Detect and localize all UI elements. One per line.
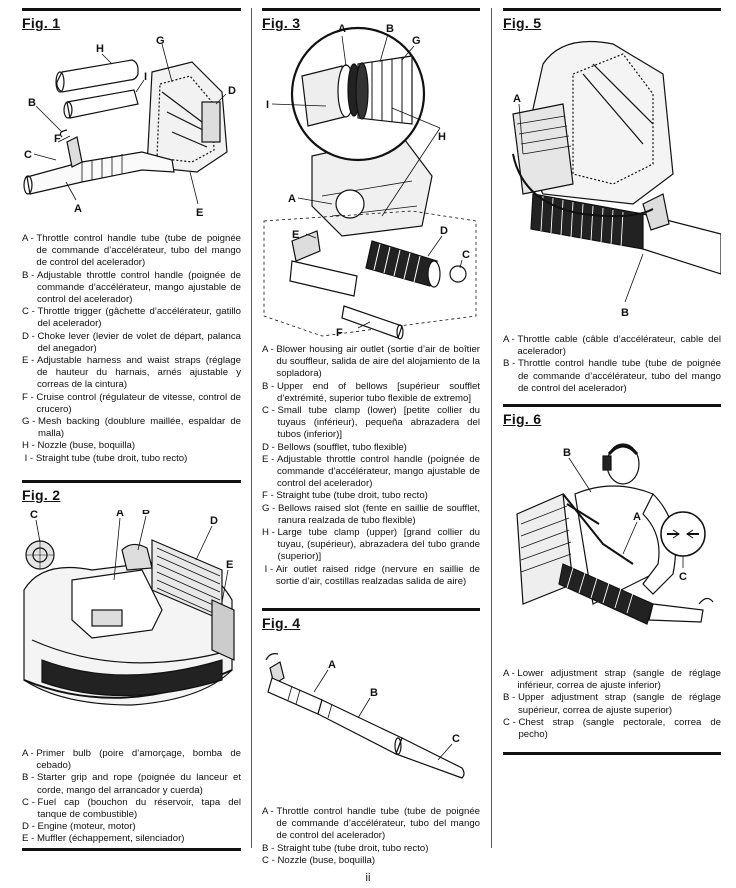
legend-item: E - Muffler (échappement, silenciador) <box>22 833 185 845</box>
fig1-legend: A - Throttle control handle tube (tube d… <box>22 233 241 465</box>
fig2-section: Fig. 2 <box>22 480 241 860</box>
fig3-label-a-top: A <box>338 23 346 35</box>
fig3-title: Fig. 3 <box>262 15 301 31</box>
fig1-label-f: F <box>54 133 61 145</box>
fig6-section: Fig. 6 <box>503 404 721 764</box>
fig6-label-a: A <box>633 511 641 523</box>
fig5-illustration: A B <box>503 34 721 324</box>
fig2-label-c: C <box>30 510 38 521</box>
fig6-label-c: C <box>679 571 687 583</box>
fig2-illustration: C A B D E <box>22 510 241 720</box>
legend-item: D - Bellows (soufflet, tubo flexible) <box>262 441 407 453</box>
fig6-label-b: B <box>563 447 571 459</box>
fig3-section: Fig. 3 <box>262 8 480 608</box>
legend-item: A - Throttle control handle tube (tube d… <box>22 233 241 269</box>
fig5-title: Fig. 5 <box>503 15 542 31</box>
legend-item: F - Straight tube (tube droit, tubo rect… <box>262 490 428 502</box>
legend-item: D - Engine (moteur, motor) <box>22 821 136 833</box>
fig1-label-e: E <box>196 207 203 219</box>
fig4-illustration: A B C <box>262 638 480 798</box>
legend-item: C - Nozzle (buse, boquilla) <box>262 854 376 866</box>
legend-item: H - Nozzle (buse, boquilla) <box>22 440 136 452</box>
fig6-illustration: B A C <box>503 434 721 644</box>
legend-item: B - Upper adjustment strap (sangle de ré… <box>503 692 721 716</box>
legend-item: A - Primer bulb (poire d’amorçage, bomba… <box>22 748 241 772</box>
fig6-title: Fig. 6 <box>503 411 542 427</box>
fig4-label-c: C <box>452 733 460 745</box>
legend-item: A - Throttle control handle tube (tube d… <box>262 806 480 842</box>
fig4-title: Fig. 4 <box>262 615 301 631</box>
fig2-label-d: D <box>210 515 218 527</box>
legend-item: C - Fuel cap (bouchon du réservoir, tapa… <box>22 796 241 821</box>
fig5-legend: A - Throttle cable (câble d’accélérateur… <box>503 334 721 395</box>
legend-item: C - Chest strap (sangle pectorale, corre… <box>503 716 721 741</box>
legend-item: C - Throttle trigger (gâchette d’accélér… <box>22 306 241 330</box>
fig2-label-e: E <box>226 559 233 571</box>
fig3-label-i: I <box>266 99 269 111</box>
fig3-label-c: C <box>462 249 470 261</box>
legend-item: E - Adjustable harness and waist straps … <box>22 355 241 391</box>
legend-item: B - Straight tube (tube droit, tubo rect… <box>262 842 429 854</box>
fig4-label-b: B <box>370 687 378 699</box>
fig1-label-d: D <box>228 85 236 97</box>
legend-item: I - Straight tube (tube droit, tubo rect… <box>22 452 188 464</box>
fig2-title: Fig. 2 <box>22 487 61 503</box>
fig1-label-b: B <box>28 97 36 109</box>
legend-item: A - Lower adjustment strap (sangle de ré… <box>503 668 721 692</box>
legend-item: B - Upper end of bellows [supérieur souf… <box>262 380 480 404</box>
fig2-label-b: B <box>142 510 150 517</box>
legend-item: D - Choke lever (levier de volet de dépa… <box>22 330 241 354</box>
fig1-section: Fig. 1 <box>22 8 241 488</box>
fig3-legend: A - Blower housing air outlet (sortie d’… <box>262 344 480 588</box>
fig3-label-a: A <box>288 193 296 205</box>
legend-item: F - Cruise control (régulateur de vitess… <box>22 391 241 415</box>
fig2-legend: A - Primer bulb (poire d’amorçage, bomba… <box>22 748 241 846</box>
legend-item: B - Adjustable throttle control handle (… <box>22 269 241 306</box>
fig5-label-b: B <box>621 307 629 319</box>
fig5-label-a: A <box>513 93 521 105</box>
fig1-illustration: H G I D B F C A E <box>22 32 241 232</box>
fig4-section: Fig. 4 <box>262 608 480 868</box>
fig1-label-c: C <box>24 149 32 161</box>
legend-item: B - Starter grip and rope (poignée du la… <box>22 772 241 796</box>
fig5-section: Fig. 5 <box>503 8 721 408</box>
legend-item: H - Large tube clamp (upper) [grand coll… <box>262 527 480 563</box>
legend-item: G - Bellows raised slot (fente en sailli… <box>262 502 480 526</box>
fig3-label-g: G <box>412 35 421 47</box>
fig3-label-e: E <box>292 229 299 241</box>
fig1-label-g: G <box>156 35 165 47</box>
fig3-label-h: H <box>438 131 446 143</box>
fig3-label-d: D <box>440 225 448 237</box>
legend-item: A - Throttle cable (câble d’accélérateur… <box>503 334 721 358</box>
fig3-label-b: B <box>386 23 394 35</box>
legend-item: E - Adjustable throttle control handle (… <box>262 453 480 490</box>
fig3-label-f: F <box>336 327 343 339</box>
fig6-legend: A - Lower adjustment strap (sangle de ré… <box>503 668 721 741</box>
fig3-illustration: A B G I H A E D C F <box>262 16 480 346</box>
legend-item: C - Small tube clamp (lower) [petite col… <box>262 405 480 441</box>
fig1-title: Fig. 1 <box>22 15 61 31</box>
legend-item: A - Blower housing air outlet (sortie d’… <box>262 344 480 380</box>
legend-item: B - Throttle control handle tube (tube d… <box>503 358 721 394</box>
fig2-label-a: A <box>116 510 124 519</box>
fig1-label-i: I <box>144 71 147 83</box>
legend-item: I - Air outlet raised ridge (nervure en … <box>262 563 480 587</box>
fig4-legend: A - Throttle control handle tube (tube d… <box>262 806 480 867</box>
fig4-label-a: A <box>328 659 336 671</box>
legend-item: G - Mesh backing (doublure maillée, espa… <box>22 416 241 440</box>
fig1-label-a: A <box>74 203 82 215</box>
fig1-label-h: H <box>96 43 104 55</box>
page-number: ii <box>365 872 371 884</box>
